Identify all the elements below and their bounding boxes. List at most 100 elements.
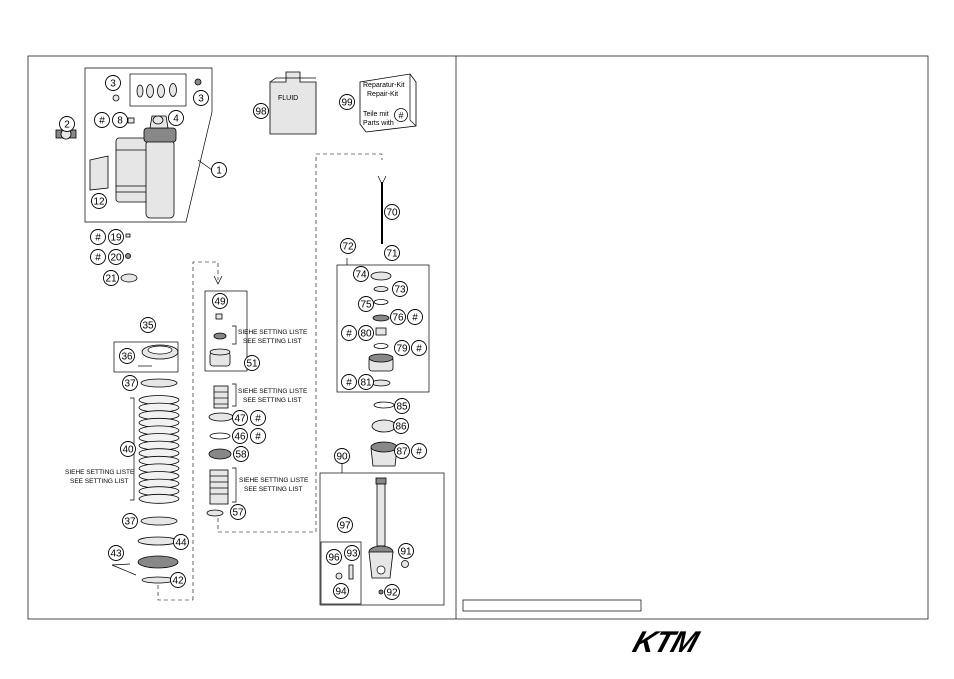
- bracket: [232, 325, 237, 345]
- callout-70: 70: [384, 204, 400, 220]
- preload-box: [113, 341, 179, 373]
- washer-part: [373, 286, 389, 292]
- callout-number: 76: [392, 313, 404, 324]
- setting-label: SIEHE SETTING LISTE SEE SETTING LIST: [239, 477, 309, 493]
- repair-kit-mark: #: [90, 229, 106, 245]
- callout-number: 72: [342, 242, 354, 253]
- callout-number: 49: [214, 297, 226, 308]
- setting-label: SIEHE SETTING LISTE SEE SETTING LIST: [238, 388, 308, 404]
- callout-number: 8: [117, 116, 123, 127]
- svg-text:SEE SETTING LIST: SEE SETTING LIST: [70, 478, 129, 485]
- callout-58: 58: [233, 446, 249, 462]
- svg-text:SEE SETTING LIST: SEE SETTING LIST: [243, 338, 302, 345]
- washer-part: [213, 332, 227, 340]
- arrow-head: [213, 275, 223, 285]
- repair-kit-mark: #: [94, 112, 110, 128]
- callout-98: 98: [253, 103, 269, 119]
- callout-group: 12334#812#19#20213536374037444342495147#…: [59, 75, 427, 600]
- callout-number: 44: [175, 538, 187, 549]
- callout-number: 71: [386, 249, 398, 260]
- callout-number: 37: [124, 517, 136, 528]
- top-out-cap: [370, 441, 398, 467]
- svg-text:KTM: KTM: [629, 625, 704, 659]
- leader-line: [111, 563, 137, 576]
- callout-57: 57: [230, 504, 246, 520]
- callout-number: 51: [246, 359, 258, 370]
- callout-number: 42: [172, 576, 184, 587]
- seal-head: [368, 353, 394, 372]
- reservoir: [115, 137, 151, 203]
- callout-number: 93: [346, 549, 358, 560]
- callout-96: 96: [326, 549, 342, 565]
- callout-44: 44: [173, 534, 189, 550]
- washer-part: [208, 412, 234, 422]
- callout-number: 46: [234, 432, 246, 443]
- repair-kit-mark: #: [411, 443, 427, 459]
- small-part: [125, 233, 131, 238]
- leader-line: [197, 159, 213, 171]
- bushing-part: [375, 327, 387, 336]
- svg-text:SIEHE SETTING LISTE: SIEHE SETTING LISTE: [238, 329, 308, 336]
- shim-stack: [209, 469, 229, 505]
- bump-ring: [137, 536, 179, 546]
- outer-frame: [27, 55, 929, 620]
- callout-number: #: [416, 447, 422, 458]
- callout-number: #: [95, 253, 101, 264]
- callout-number: #: [412, 313, 418, 324]
- small-part: [401, 560, 409, 568]
- callout-number: 43: [110, 549, 122, 560]
- callout-99: 99: [339, 94, 355, 110]
- callout-number: 1: [216, 166, 222, 177]
- spring-seat: [140, 378, 178, 388]
- callout-number: 57: [232, 508, 244, 519]
- callout-85: 85: [394, 398, 410, 414]
- callout-71: 71: [384, 245, 400, 261]
- spring-coil: [138, 493, 180, 504]
- callout-number: 81: [360, 378, 372, 389]
- screw-part: [348, 564, 354, 580]
- callout-72: 72: [340, 238, 356, 254]
- dashed-guide: [192, 261, 219, 600]
- callout-97: 97: [337, 517, 353, 533]
- callout-number: 4: [173, 114, 179, 125]
- kit-label-line4: Parts with: [363, 120, 394, 127]
- dashed-guide: [217, 153, 383, 533]
- callout-number: 91: [400, 547, 412, 558]
- piston-rod: [368, 477, 394, 579]
- callout-number: #: [99, 116, 105, 127]
- arrow-head: [377, 175, 387, 185]
- callout-20: 20: [108, 249, 124, 265]
- callout-93: 93: [344, 545, 360, 561]
- callout-73: 73: [392, 281, 408, 297]
- callout-87: 87: [394, 443, 410, 459]
- callout-number: 96: [328, 553, 340, 564]
- callout-92: 92: [384, 584, 400, 600]
- cap-part: [112, 94, 120, 102]
- callout-91: 91: [398, 543, 414, 559]
- callout-number: 19: [110, 233, 122, 244]
- callout-number: 87: [396, 447, 408, 458]
- thin-ring: [141, 576, 175, 584]
- callout-number: 36: [121, 352, 133, 363]
- washer-part: [206, 509, 224, 517]
- callout-3: 3: [105, 75, 121, 91]
- bleed-valve: [209, 348, 231, 367]
- svg-text:SEE SETTING LIST: SEE SETTING LIST: [244, 486, 303, 493]
- callout-number: #: [95, 233, 101, 244]
- callout-number: 73: [394, 285, 406, 296]
- o-ring: [373, 299, 389, 305]
- kit-label-line1: Reparatur-Kit: [363, 82, 405, 89]
- rebound-box: [336, 264, 430, 393]
- callout-47: 47: [232, 410, 248, 426]
- callout-number: 20: [110, 253, 122, 264]
- callout-75: 75: [358, 296, 374, 312]
- bushing-part: [120, 273, 138, 283]
- callout-number: 85: [396, 402, 408, 413]
- o-ring: [373, 343, 389, 349]
- callout-74: 74: [353, 266, 369, 282]
- callout-number: 21: [105, 274, 117, 285]
- callout-3: 3: [193, 90, 209, 106]
- o-ring: [209, 432, 231, 440]
